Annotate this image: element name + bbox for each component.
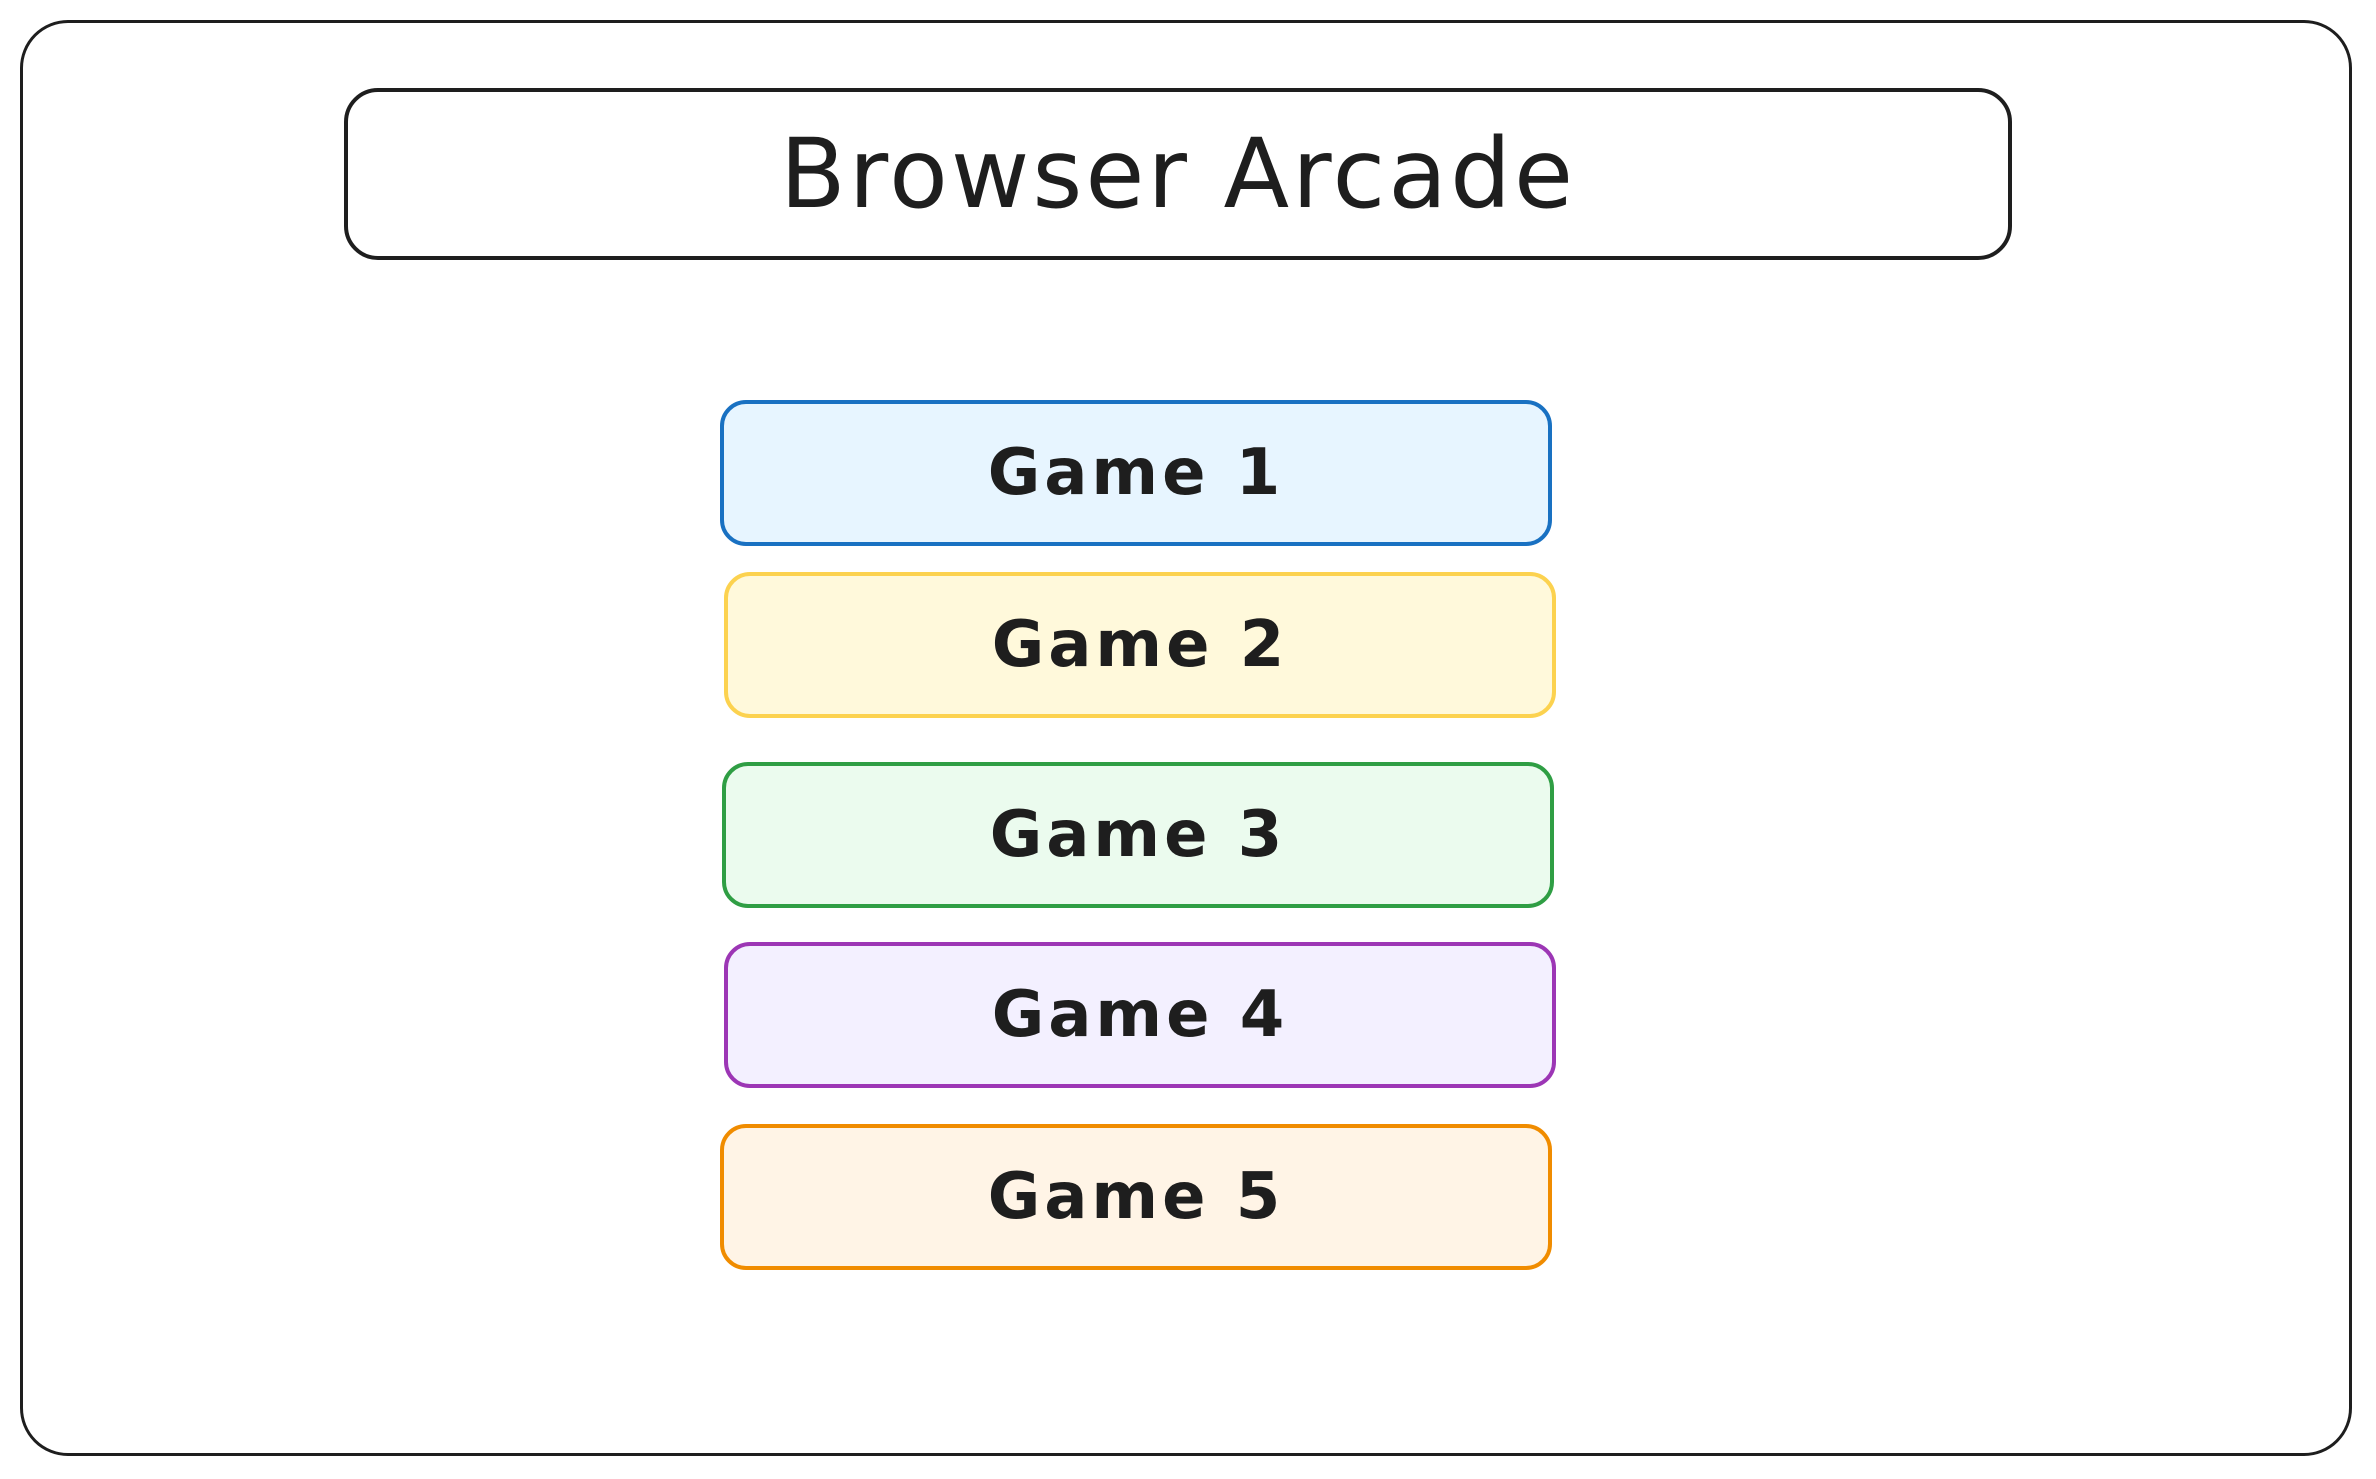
- game-2-label: Game 2: [991, 608, 1289, 682]
- game-2-button[interactable]: Game 2: [724, 572, 1556, 718]
- game-4-label: Game 4: [991, 978, 1289, 1052]
- game-1-label: Game 1: [987, 436, 1285, 510]
- title-banner: Browser Arcade: [344, 88, 2012, 260]
- game-1-button[interactable]: Game 1: [720, 400, 1552, 546]
- page-title: Browser Arcade: [779, 118, 1577, 230]
- game-4-button[interactable]: Game 4: [724, 942, 1556, 1088]
- game-5-label: Game 5: [987, 1160, 1285, 1234]
- game-3-button[interactable]: Game 3: [722, 762, 1554, 908]
- game-5-button[interactable]: Game 5: [720, 1124, 1552, 1270]
- game-3-label: Game 3: [989, 798, 1287, 872]
